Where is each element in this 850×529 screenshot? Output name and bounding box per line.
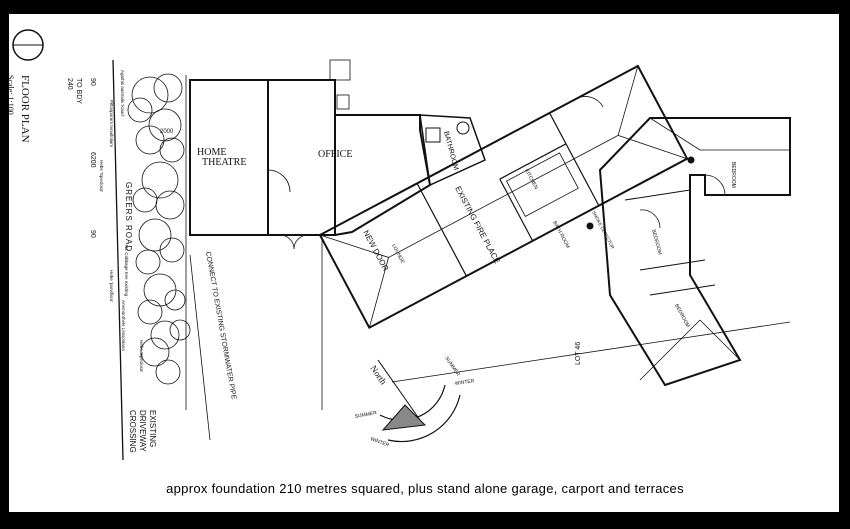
plant-label-4: NZ Cabbage tree existing	[124, 245, 129, 297]
dim-90b: 90	[89, 230, 96, 238]
lounge-label: LOUNGE	[390, 243, 406, 265]
dim-2000: 2000	[160, 129, 174, 135]
home-theatre-label-2: THEATRE	[202, 157, 246, 168]
existing-house	[318, 64, 689, 330]
dim-240: 240	[66, 78, 73, 90]
stormwater-label: CONNECT TO EXISTING STORMWATER PIPE	[204, 251, 237, 400]
plant-label-6: Anemanthele Lessoniana	[121, 300, 126, 351]
summer-label: SUMMER	[443, 356, 461, 378]
bathroom-top	[419, 114, 486, 187]
home-theatre-label: HOME	[197, 147, 226, 158]
dim-90a: 90	[89, 78, 96, 86]
new-door-label: NEW DOOR	[361, 229, 390, 273]
driveway-label-2: DRIVEWAY	[138, 410, 147, 452]
road-boundary	[112, 59, 124, 461]
plan-scale: Scale: 1:100	[6, 75, 15, 115]
bedroom-label-1: BEDROOM	[730, 162, 736, 188]
plan-caption: approx foundation 210 metres squared, pl…	[166, 481, 684, 496]
bath-room-label: BATH ROOM	[551, 220, 570, 249]
lot-label: LOT 46	[575, 342, 582, 365]
plant-label-7: Hebe 'Speciosa'	[139, 340, 144, 372]
drawing-area	[9, 14, 839, 512]
winter-label-2: WINTER	[369, 436, 390, 449]
plant-label-1: Agathis australis 'Kauri'	[120, 70, 125, 117]
new-extension	[189, 79, 432, 236]
north-label: North	[368, 363, 389, 386]
dim-6200: 6200	[89, 152, 96, 168]
bedroom-wing	[586, 117, 791, 387]
plant-row	[127, 73, 191, 385]
fire-place-label: EXISTING FIRE PLACE	[453, 185, 501, 265]
driveway-label-3: CROSSING	[128, 410, 137, 453]
summer-label-2: SUMMER	[354, 410, 377, 420]
office-label: OFFICE	[318, 149, 352, 160]
driveway-label-1: EXISTING	[148, 410, 157, 447]
plant-label-5: Hebe 'parviflora'	[109, 270, 114, 302]
plant-label-2: Pittosporum tenuifolium	[109, 100, 114, 147]
lot-boundary	[391, 321, 791, 383]
road-label: GREERS ROAD	[124, 182, 133, 252]
north-arrow	[377, 359, 461, 443]
dim-to-bdy: TO BDY	[75, 78, 82, 104]
plant-label-3: Hebe 'Speciosa'	[99, 160, 104, 192]
winter-label: WINTER	[454, 378, 475, 387]
bedroom-label-2: BEDROOM	[650, 229, 662, 256]
kitchen-label: KITCHEN	[523, 168, 539, 191]
bedroom-label-3: BEDROOM	[673, 303, 690, 329]
plan-title: FLOOR PLAN	[19, 75, 31, 143]
